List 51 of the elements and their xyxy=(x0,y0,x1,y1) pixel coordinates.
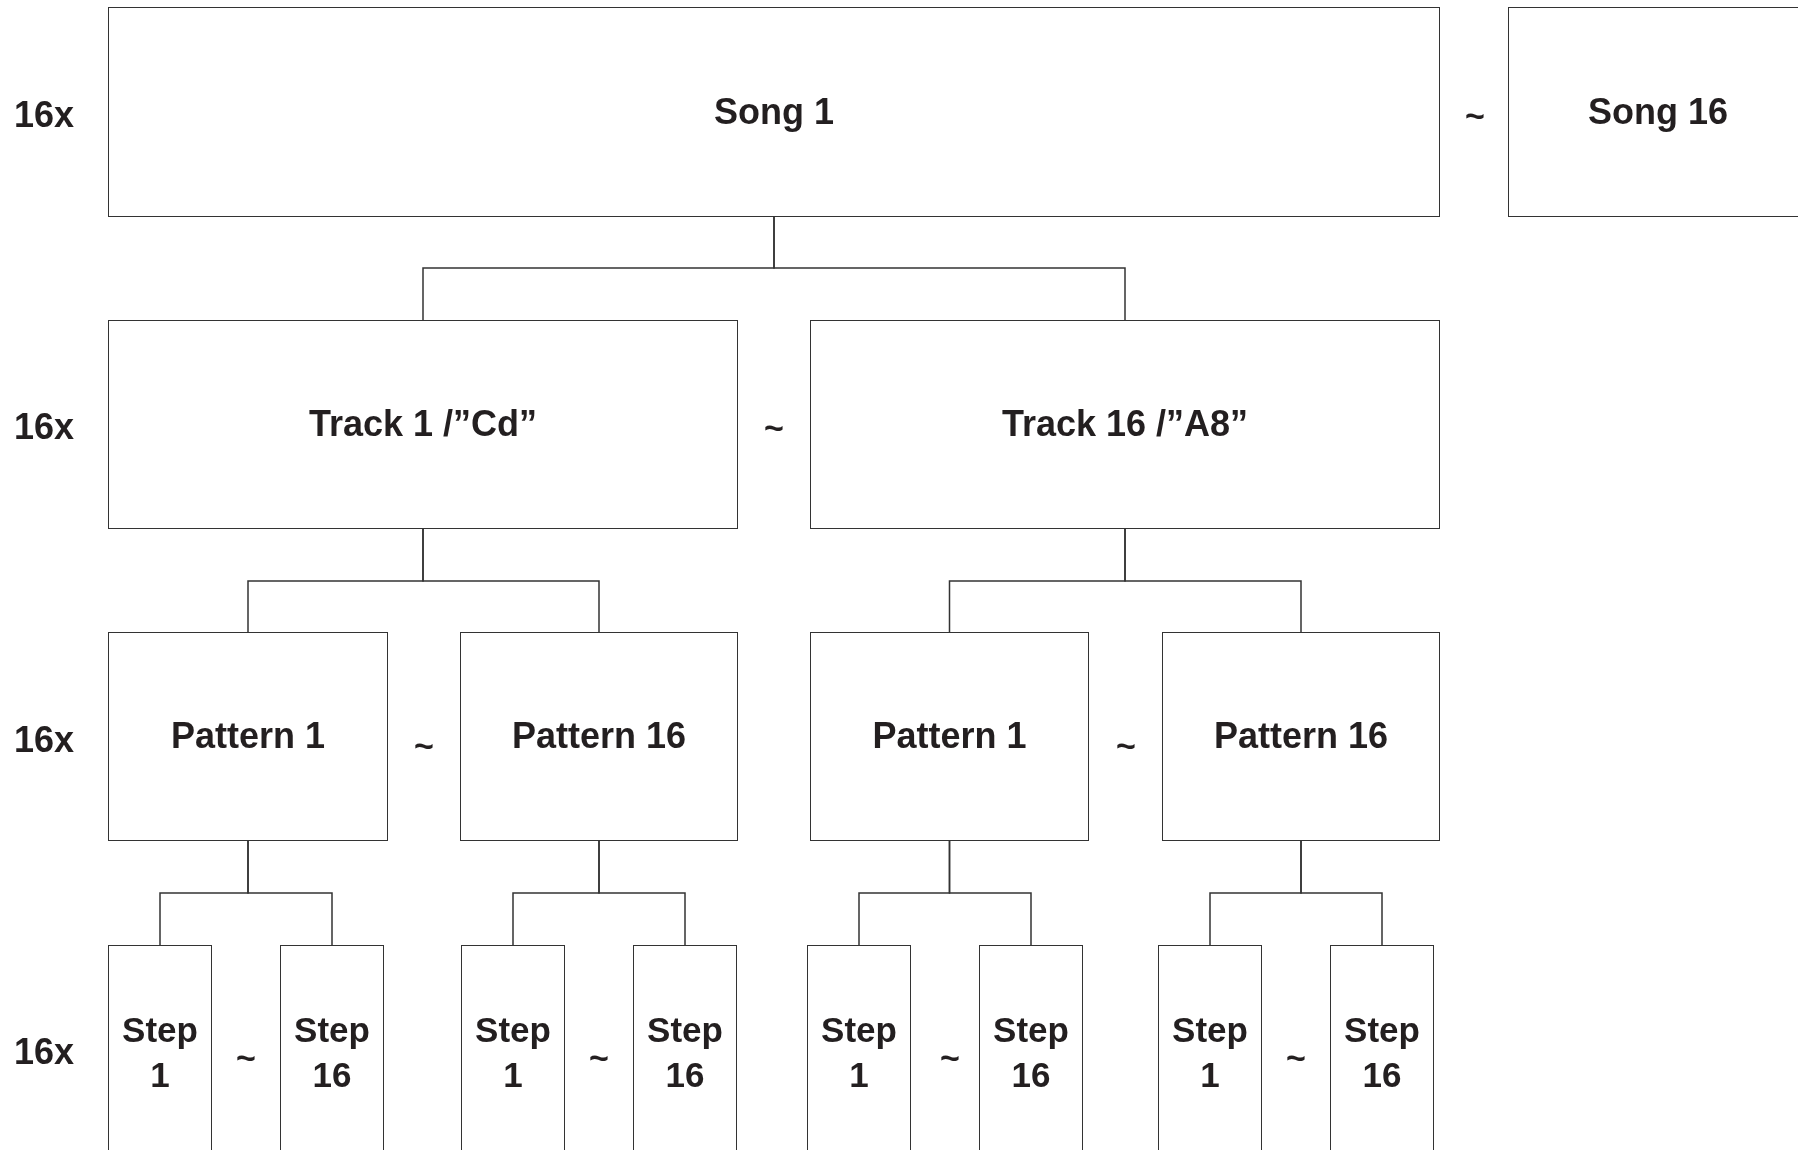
range-tilde: ~ xyxy=(414,728,434,762)
connector-line xyxy=(948,840,1032,946)
pattern-box xyxy=(460,632,738,841)
step-label: Step 1 xyxy=(1171,1008,1249,1096)
count-label: 16x xyxy=(13,97,75,133)
step-box xyxy=(1330,945,1434,1150)
song-label: Song 16 xyxy=(1588,89,1728,134)
track-label: Track 16 /”A8” xyxy=(1001,402,1249,447)
connector-line xyxy=(1124,528,1302,633)
track-box xyxy=(108,320,738,529)
song-box xyxy=(108,7,1440,217)
step-box xyxy=(461,945,565,1150)
track-box xyxy=(810,320,1440,529)
song-box xyxy=(1508,7,1798,217)
step-box xyxy=(633,945,737,1150)
count-label: 16x xyxy=(13,722,75,758)
step-label: Step 16 xyxy=(1343,1008,1421,1096)
step-label: Step 1 xyxy=(474,1008,552,1096)
connector-line xyxy=(247,840,333,946)
step-label: Step 1 xyxy=(820,1008,898,1096)
range-tilde: ~ xyxy=(940,1040,960,1074)
pattern-label: Pattern 16 xyxy=(1213,714,1389,759)
range-tilde: ~ xyxy=(1286,1040,1306,1074)
step-box xyxy=(108,945,212,1150)
track-label: Track 1 /”Cd” xyxy=(308,402,538,447)
range-tilde: ~ xyxy=(1116,728,1136,762)
step-box xyxy=(979,945,1083,1150)
step-box xyxy=(1158,945,1262,1150)
pattern-box xyxy=(810,632,1089,841)
step-label: Step 16 xyxy=(293,1008,371,1096)
count-label: 16x xyxy=(13,409,75,445)
connector-line xyxy=(598,840,686,946)
count-label: 16x xyxy=(13,1034,75,1070)
connector-line xyxy=(1300,840,1383,946)
range-tilde: ~ xyxy=(589,1040,609,1074)
step-box xyxy=(280,945,384,1150)
range-tilde: ~ xyxy=(236,1040,256,1074)
step-label: Step 1 xyxy=(121,1008,199,1096)
range-tilde: ~ xyxy=(764,410,784,444)
connector-line xyxy=(773,216,1126,321)
connector-line xyxy=(422,528,600,633)
range-tilde: ~ xyxy=(1465,98,1485,132)
pattern-label: Pattern 1 xyxy=(170,714,326,759)
pattern-box xyxy=(1162,632,1440,841)
step-label: Step 16 xyxy=(646,1008,724,1096)
step-box xyxy=(807,945,911,1150)
song-label: Song 1 xyxy=(714,89,834,134)
pattern-box xyxy=(108,632,388,841)
step-label: Step 16 xyxy=(992,1008,1070,1096)
pattern-label: Pattern 1 xyxy=(872,714,1027,759)
pattern-label: Pattern 16 xyxy=(511,714,687,759)
